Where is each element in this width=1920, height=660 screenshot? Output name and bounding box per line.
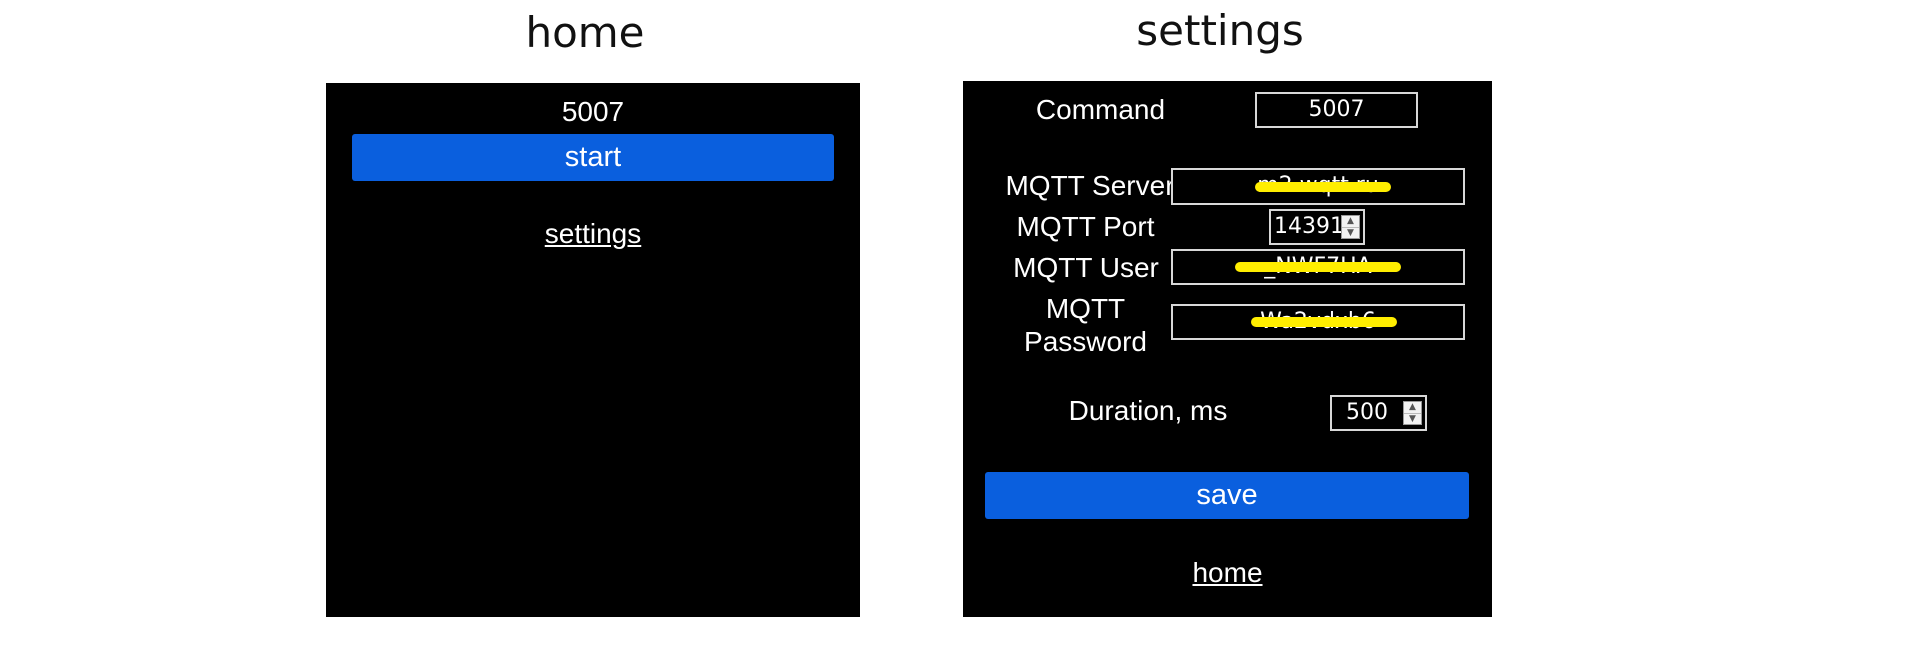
mqtt-password-field[interactable]: Wa2vdxb6 xyxy=(1171,304,1465,340)
settings-screen: Command 5007 MQTT Server m2.wqtt.ru MQTT… xyxy=(963,81,1492,617)
mqtt-port-value: 14391 xyxy=(1274,214,1344,239)
mqtt-server-field[interactable]: m2.wqtt.ru xyxy=(1171,168,1465,205)
duration-label: Duration, ms xyxy=(1068,395,1228,426)
spinner-up-icon[interactable]: ▲ xyxy=(1409,402,1416,412)
spinner-down-icon[interactable]: ▼ xyxy=(1404,413,1421,425)
mqtt-server-label: MQTT Server xyxy=(1005,170,1175,201)
start-button[interactable]: start xyxy=(352,134,834,181)
home-screen-caption: home xyxy=(525,8,645,57)
duration-value: 500 xyxy=(1346,400,1388,425)
home-screen: 5007 start settings xyxy=(326,83,860,617)
redaction-mark xyxy=(1235,262,1401,272)
save-button[interactable]: save xyxy=(985,472,1469,519)
mqtt-user-label: MQTT User xyxy=(1013,252,1159,283)
settings-screen-caption: settings xyxy=(1136,6,1304,55)
mqtt-password-label: MQTT Password xyxy=(993,292,1178,358)
redaction-mark xyxy=(1255,181,1391,192)
mqtt-password-label-line1: MQTT xyxy=(1045,293,1126,324)
command-value-display: 5007 xyxy=(561,96,625,127)
duration-field[interactable]: 500 ▲ ▼ xyxy=(1330,395,1427,431)
mqtt-port-label: MQTT Port xyxy=(1016,211,1155,242)
mqtt-port-spinner[interactable]: ▲ ▼ xyxy=(1341,215,1360,239)
duration-spinner[interactable]: ▲ ▼ xyxy=(1403,401,1422,425)
spinner-up-icon[interactable]: ▲ xyxy=(1347,216,1354,226)
settings-link[interactable]: settings xyxy=(544,218,642,249)
mqtt-password-label-line2: Password xyxy=(1024,326,1147,357)
spinner-down-icon[interactable]: ▼ xyxy=(1342,227,1359,239)
redaction-mark xyxy=(1251,317,1397,327)
mqtt-user-field[interactable]: _NWF7HA xyxy=(1171,249,1465,285)
home-link[interactable]: home xyxy=(1192,557,1263,588)
command-field[interactable]: 5007 xyxy=(1255,92,1418,128)
command-label: Command xyxy=(1035,94,1166,125)
mqtt-port-field[interactable]: 14391 ▲ ▼ xyxy=(1269,209,1365,245)
